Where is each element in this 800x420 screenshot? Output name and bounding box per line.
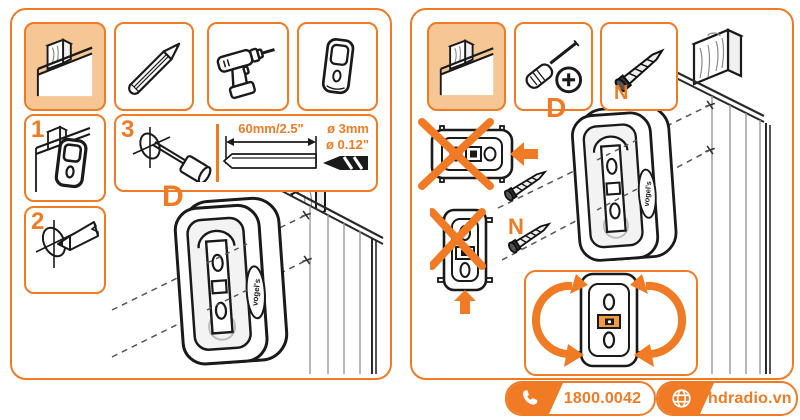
drill-diameter-mm: ø 3mm — [327, 121, 369, 136]
phone-pill[interactable]: 1800.0042 — [505, 381, 656, 416]
screw-icon — [614, 48, 665, 93]
brand-text: vogel's — [642, 181, 654, 207]
step-number: 3 — [121, 116, 135, 143]
up-arrow-icon — [454, 290, 476, 314]
toolbox-wall-stud — [24, 22, 106, 111]
screw-part-label: N — [614, 82, 629, 104]
mark-hole-with-pencil-icon — [35, 220, 99, 268]
wall-stud-icon — [439, 38, 494, 95]
website-url: hdradio.vn — [708, 389, 792, 407]
globe-icon — [672, 389, 691, 408]
part-d-label: D — [546, 92, 567, 123]
brand-badge — [637, 168, 657, 219]
cavity-dashes — [206, 243, 248, 311]
cross-out-x — [418, 118, 494, 190]
left-arrow-icon — [510, 142, 538, 166]
step-number: 2 — [31, 208, 45, 235]
drill-spec: 60mm/2.5" ø 3mm ø 0.12" — [223, 121, 369, 170]
left-wall-scene: vogel's — [111, 182, 384, 374]
toolbox-pencil — [114, 22, 194, 111]
wood-stud — [691, 28, 744, 86]
toolbox-mount-part — [297, 22, 378, 111]
mount-part-icon — [321, 37, 354, 94]
pencil-icon — [128, 42, 181, 95]
screw — [504, 170, 548, 202]
rotate-to-level-icon — [524, 270, 698, 376]
toolbox-wall-stud — [427, 22, 506, 111]
left-panel: vogel's — [10, 8, 392, 380]
pierce-mark-with-awl-icon — [132, 127, 212, 182]
hole-depth-label: 60mm/2.5" — [238, 121, 303, 136]
pill-background — [507, 383, 563, 414]
screw-part-label: N — [508, 214, 524, 239]
phone-number: 1800.0042 — [563, 389, 642, 407]
website-pill[interactable]: hdradio.vn — [656, 381, 798, 416]
mount-bracket-3d: vogel's — [173, 196, 289, 366]
drill-bit-icon — [323, 156, 368, 170]
no-horizontal-orientation-icon — [418, 116, 538, 192]
mount-bracket-3d: vogel's — [571, 104, 678, 262]
right-panel: vogel's — [410, 8, 794, 380]
wall-panel — [279, 183, 384, 374]
divider — [216, 124, 219, 182]
wall-stud-icon — [36, 37, 93, 96]
brand-text: vogel's — [250, 278, 262, 307]
brand-badge — [245, 265, 266, 320]
rotate-arrows — [531, 281, 687, 358]
step-2-box: 2 — [24, 206, 106, 294]
step-3-box: 3 60mm/2.5" — [114, 114, 378, 192]
drill-icon — [216, 47, 275, 99]
no-upside-down-orientation-icon — [430, 202, 500, 314]
toolbox-screw: N — [600, 22, 678, 111]
part-d-label: D — [162, 180, 184, 213]
step-1-box: 1 — [24, 114, 106, 202]
drill-diameter-inch: ø 0.12" — [326, 137, 369, 152]
phone-icon — [523, 390, 538, 405]
toolbox-drill — [207, 22, 289, 111]
position-mount-on-wall-icon — [35, 125, 91, 192]
screw — [508, 222, 552, 254]
cross-out-x — [430, 208, 486, 270]
phillips-screwdriver-icon — [524, 39, 582, 93]
step-number: 1 — [31, 116, 45, 143]
toolbox-screwdriver — [514, 22, 593, 111]
cavity-dashes — [596, 139, 638, 211]
